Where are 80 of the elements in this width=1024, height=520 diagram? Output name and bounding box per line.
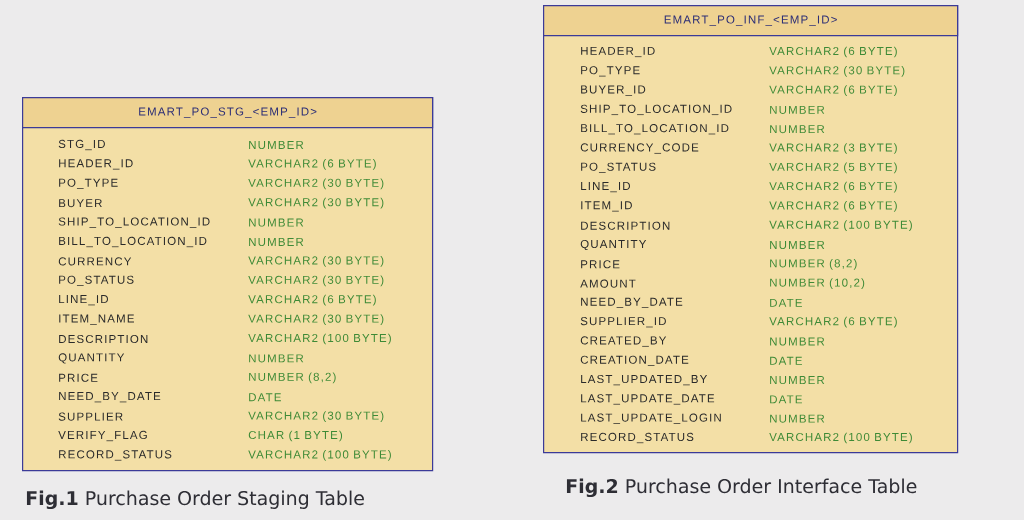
data-type: NUMBER [770,337,825,346]
data-type: VARCHAR2 (6 BYTE) [769,85,897,96]
column-name: PRICE [59,373,98,382]
data-type: NUMBER [770,105,825,114]
data-type: NUMBER (8,2) [770,258,857,270]
data-type: VARCHAR2 (6 BYTE) [769,201,897,212]
data-type: VARCHAR2 (30 BYTE) [248,275,384,287]
column-name: HEADER_ID [59,159,133,170]
data-type: VARCHAR2 (100 BYTE) [769,220,912,232]
column-name: BILL_TO_LOCATION_ID [59,236,207,248]
column-name: RECORD_STATUS [581,432,694,444]
column-name: ITEM_NAME [59,314,134,325]
data-type: VARCHAR2 (100 BYTE) [769,432,912,444]
column-name: VERIFY_FLAG [58,430,147,442]
data-type: VARCHAR2 (6 BYTE) [769,181,897,193]
column-name: PRICE [581,260,620,269]
data-type: VARCHAR2 (30 BYTE) [769,65,905,77]
column-name: LAST_UPDATED_BY [581,374,708,386]
data-type: NUMBER [770,376,825,385]
column-name: AMOUNT [580,279,636,288]
column-name: NEED_BY_DATE [59,392,161,403]
column-name: CURRENCY [58,257,132,266]
column-name: DESCRIPTION [59,334,148,344]
data-type: VARCHAR2 (30 BYTE) [248,256,384,267]
table-header: EMART_PO_INF_<EMP_ID> [543,5,959,37]
column-name: SUPPLIER [58,412,123,421]
column-name: SHIP_TO_LOCATION_ID [58,217,210,228]
column-name: CREATED_BY [580,336,667,347]
column-name: STG_ID [58,139,105,151]
column-name: NEED_BY_DATE [581,297,683,308]
column-name: RECORD_STATUS [59,450,172,461]
data-type: VARCHAR2 (3 BYTE) [769,143,897,154]
figure-caption: Fig.1 Purchase Order Staging Table [26,490,364,510]
data-type: NUMBER [770,241,825,249]
data-type: VARCHAR2 (30 BYTE) [248,197,384,209]
column-name: PO_TYPE [59,178,118,189]
data-type: NUMBER [249,218,304,227]
column-name: QUANTITY [58,353,125,364]
data-type: NUMBER [770,414,825,423]
data-type: VARCHAR2 (100 BYTE) [248,450,391,461]
data-type: NUMBER (10,2) [770,278,865,289]
data-type: NUMBER [249,141,304,149]
data-type: VARCHAR2 (6 BYTE) [248,294,376,306]
column-name: LAST_UPDATE_LOGIN [581,413,721,424]
column-name: PO_STATUS [59,275,134,286]
column-name: DESCRIPTION [581,221,670,230]
data-type: VARCHAR2 (5 BYTE) [769,162,897,174]
data-type: NUMBER [249,354,304,363]
column-name: LINE_ID [581,182,630,193]
column-name: CREATION_DATE [580,355,689,366]
data-type: VARCHAR2 (30 BYTE) [248,314,384,325]
data-type: VARCHAR2 (6 BYTE) [769,46,897,58]
data-type: VARCHAR2 (6 BYTE) [248,159,376,170]
column-name: BILL_TO_LOCATION_ID [581,124,729,135]
data-type: VARCHAR2 (30 BYTE) [248,411,384,422]
data-type: DATE [770,356,802,365]
table-header: EMART_PO_STG_<EMP_ID> [22,97,434,129]
column-name: BUYER_ID [581,85,646,96]
column-name: HEADER_ID [581,46,655,58]
column-name: LAST_UPDATE_DATE [581,394,715,405]
data-type: NUMBER [249,238,304,246]
column-name: LINE_ID [59,295,108,306]
data-type: DATE [770,395,802,404]
data-type: VARCHAR2 (100 BYTE) [248,333,391,345]
data-type: CHAR (1 BYTE) [248,430,343,442]
column-name: ITEM_ID [581,201,632,212]
data-type: DATE [770,298,802,307]
column-name: SUPPLIER_ID [580,317,666,328]
data-type: NUMBER (8,2) [249,372,336,384]
column-name: SHIP_TO_LOCATION_ID [580,104,732,116]
data-type: NUMBER [770,125,825,134]
column-name: PO_STATUS [581,162,656,173]
column-name: QUANTITY [580,239,647,251]
data-type: VARCHAR2 (30 BYTE) [248,178,384,190]
column-name: PO_TYPE [581,66,640,77]
data-type: DATE [249,393,281,402]
column-name: BUYER [59,199,102,208]
column-name: CURRENCY_CODE [580,143,699,154]
data-type: VARCHAR2 (6 BYTE) [769,316,897,328]
figure-caption: Fig.2 Purchase Order Interface Table [566,478,917,498]
